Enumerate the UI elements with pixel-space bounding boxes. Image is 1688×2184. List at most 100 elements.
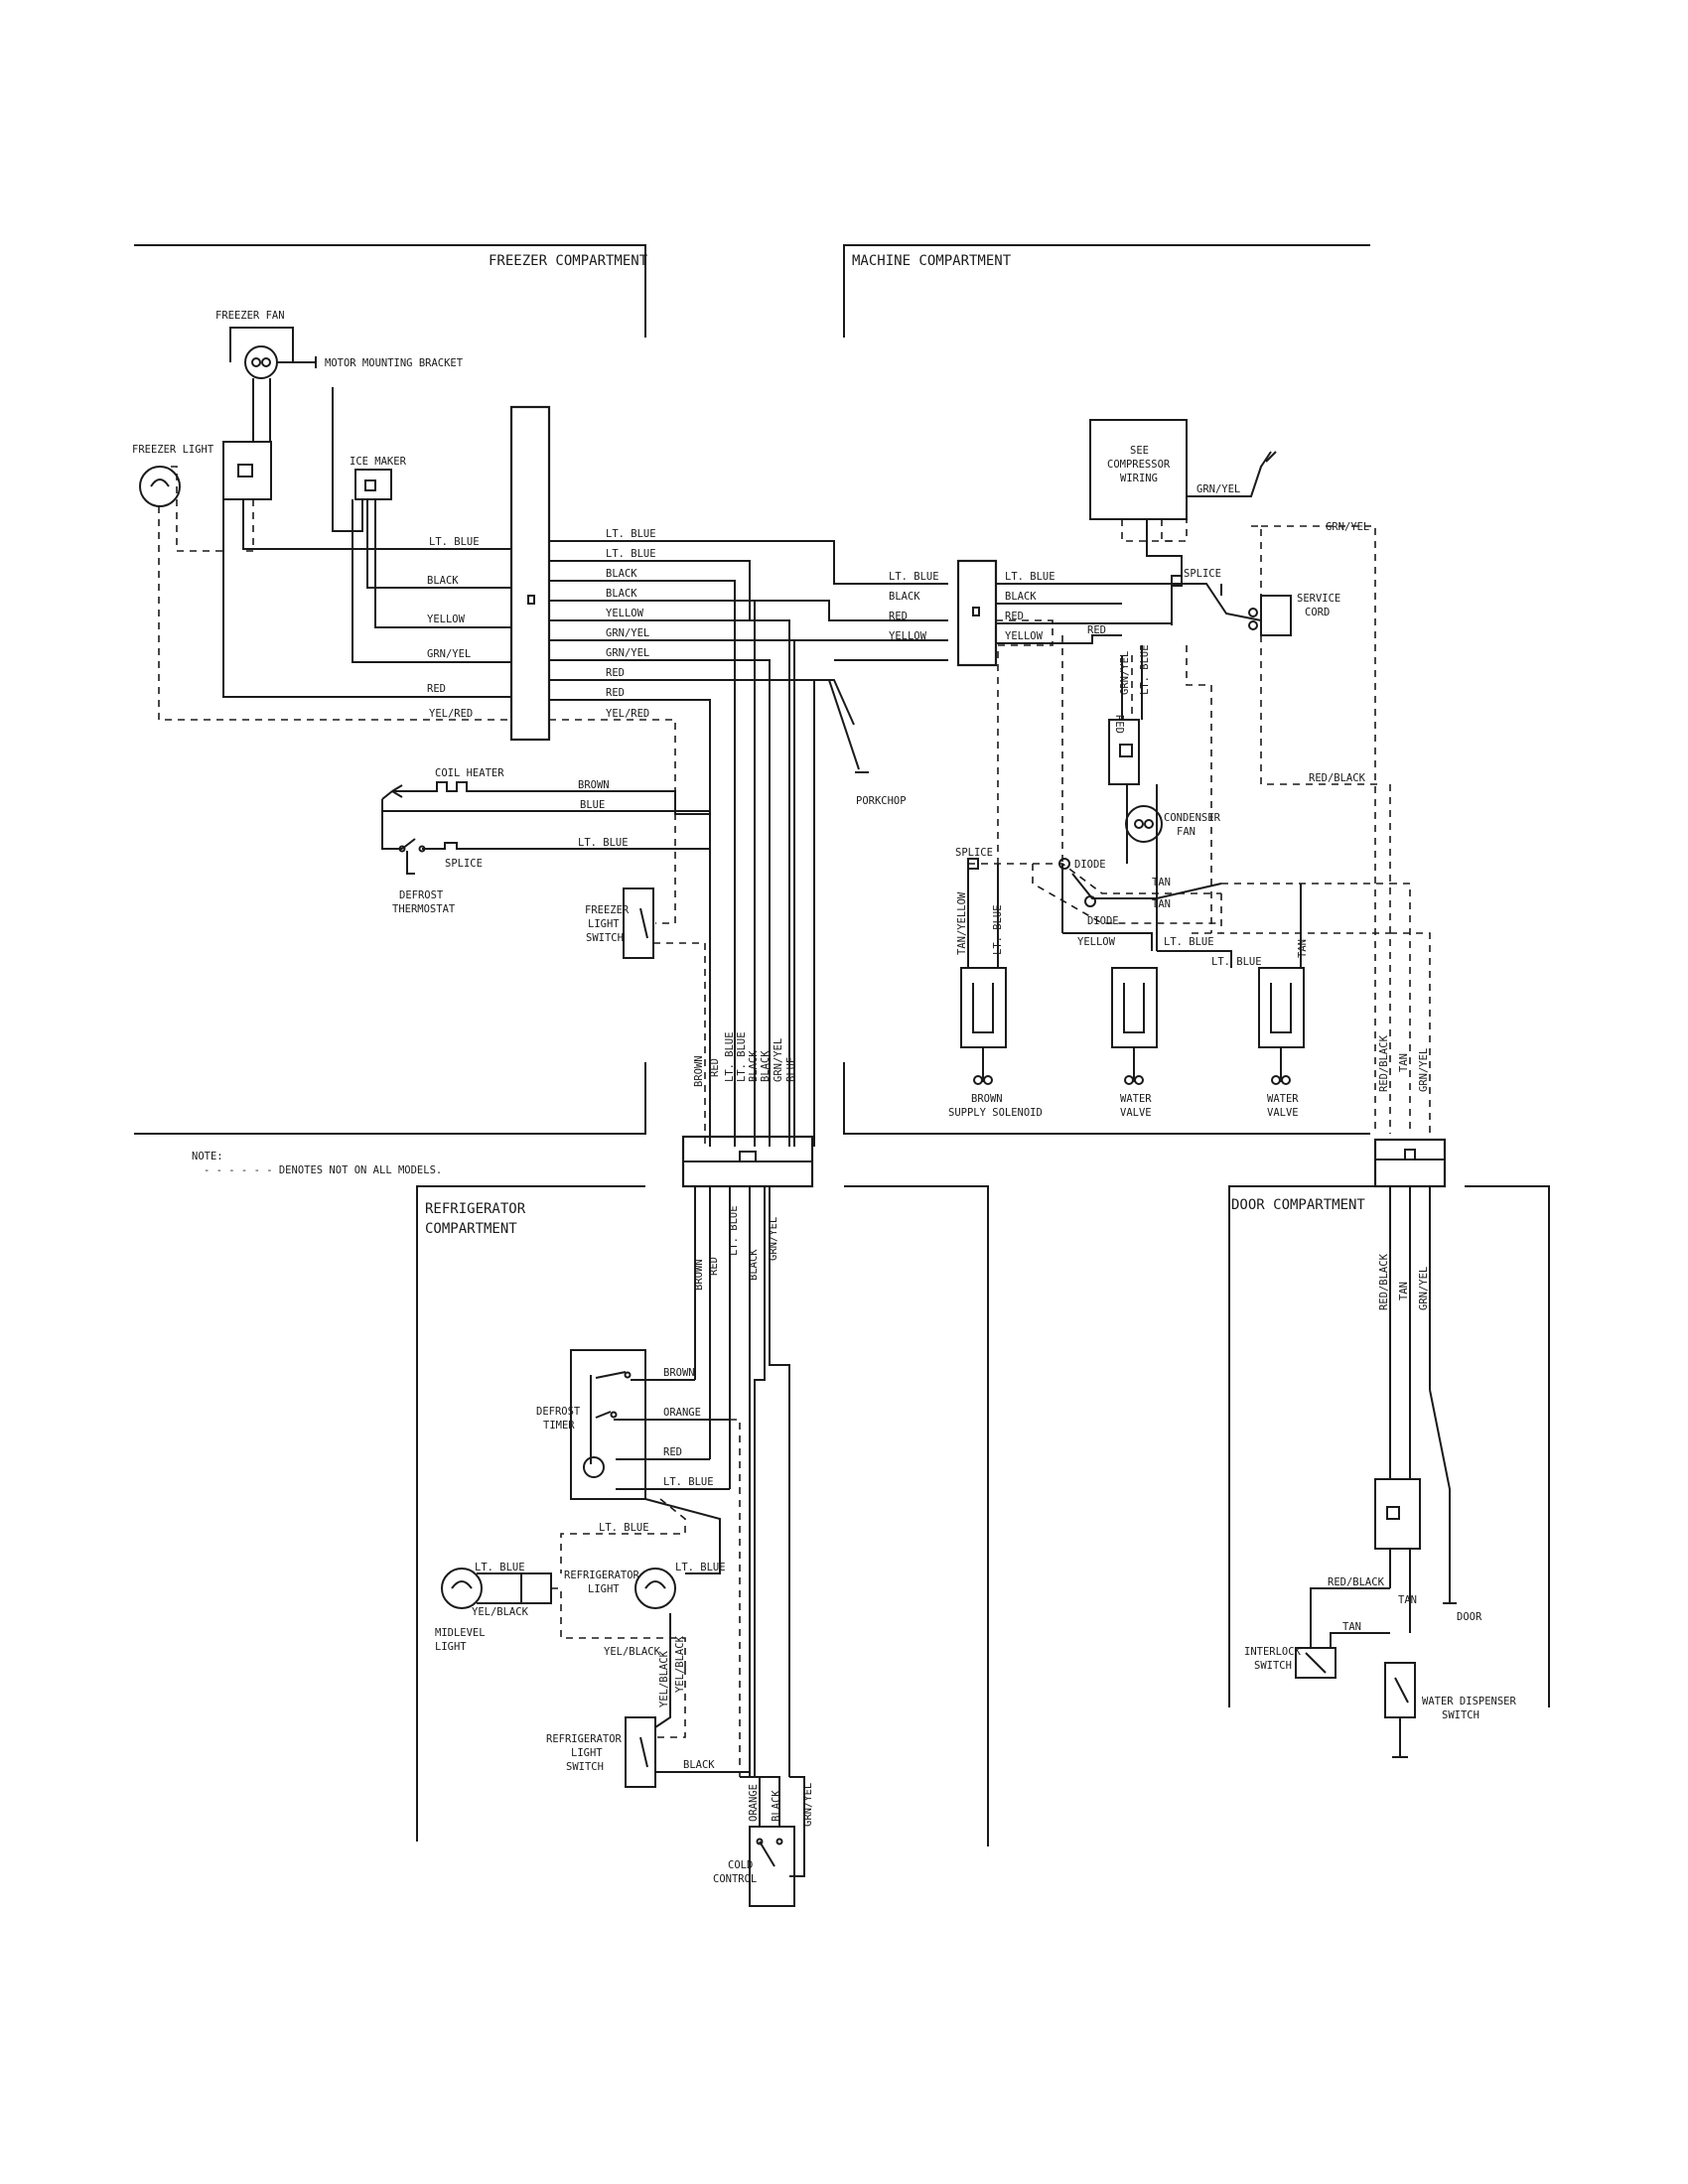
cold-control-label-1: COLD — [728, 1859, 753, 1871]
defrost-timer-label-2: TIMER — [543, 1420, 575, 1432]
door-label: DOOR — [1457, 1611, 1482, 1623]
label-ltblue-m5: LT. BLUE — [1211, 956, 1262, 968]
label-black-r3: BLACK — [771, 1790, 782, 1822]
defrost-timer-contacts — [583, 1371, 632, 1478]
freezer-terminal-block — [509, 405, 551, 742]
freezer-light — [139, 466, 181, 507]
label-ltblue-r3: LT. BLUE — [599, 1522, 649, 1534]
label-black-m0: BLACK — [889, 591, 920, 603]
label-brown-f: BROWN — [578, 779, 610, 791]
label-grnyel-d1: GRN/YEL — [1418, 1267, 1430, 1310]
label-ltblue-r5: LT. BLUE — [475, 1562, 525, 1573]
label-redblack-d1: RED/BLACK — [1378, 1253, 1390, 1310]
freezer-light-switch-label-2: LIGHT — [588, 918, 620, 930]
splice-label-m1: SPLICE — [1184, 568, 1221, 580]
compressor-label-1: SEE — [1130, 445, 1149, 457]
label-orange-r2: ORANGE — [748, 1784, 760, 1822]
label-red-m1: RED — [1005, 611, 1024, 622]
refrigerator-compartment-title-1: REFRIGERATOR — [425, 1201, 526, 1217]
refrigerator-light-switch-label-1: REFRIGERATOR — [546, 1733, 623, 1745]
water-valve-2 — [1258, 967, 1305, 1085]
label-grnyel-f1: GRN/YEL — [427, 648, 471, 660]
label-grnyel-r2: GRN/YEL — [802, 1783, 814, 1827]
ice-maker — [354, 469, 392, 500]
label-redblack-m1: RED/BLACK — [1309, 772, 1366, 784]
valve-wiring — [968, 619, 1390, 968]
label-black-r1: BLACK — [748, 1249, 760, 1281]
water-valve-1-label-2: VALVE — [1120, 1107, 1152, 1119]
cold-control — [749, 1826, 795, 1907]
diode-label-2: DIODE — [1087, 915, 1119, 927]
defrost-thermostat-label-2: THERMOSTAT — [392, 903, 456, 915]
label-red-f1: RED — [427, 683, 446, 695]
compartment-borders — [134, 244, 1550, 1846]
door-compartment-title: DOOR COMPARTMENT — [1231, 1197, 1365, 1213]
label-grnyel-f3: GRN/YEL — [606, 647, 649, 659]
svg-text:LT. BLUE: LT. BLUE — [736, 1031, 748, 1082]
label-yellow-m1: YELLOW — [1005, 630, 1044, 642]
wire-yelred-left — [158, 506, 511, 721]
supply-solenoid — [960, 967, 1007, 1085]
label-ltblue-m1: LT. BLUE — [1005, 571, 1055, 583]
refrigerator-light-switch-label-2: LIGHT — [571, 1747, 603, 1759]
label-ltblue-f2: LT. BLUE — [606, 528, 656, 540]
label-ltblue-m4: LT. BLUE — [1164, 936, 1214, 948]
splice-label-f: SPLICE — [445, 858, 483, 870]
bundle-labels-upper: BROWN RED LT. BLUE LT. BLUE BLACK BLACK … — [693, 1031, 797, 1087]
midlevel-light-label-1: MIDLEVEL — [435, 1627, 486, 1639]
refrigerator-bundle — [694, 1186, 790, 1777]
freezer-light-switch — [623, 887, 654, 959]
label-yellow-f2: YELLOW — [606, 608, 644, 619]
label-yelred-f2: YEL/RED — [606, 708, 649, 720]
svg-text:BROWN: BROWN — [693, 1055, 705, 1087]
wire-red-left — [222, 499, 511, 698]
label-yelblack-r4: YEL/BLACK — [674, 1635, 686, 1693]
refrigerator-light-label-1: REFRIGERATOR — [564, 1570, 640, 1581]
label-redblack-d2: RED/BLACK — [1328, 1576, 1385, 1588]
svg-text:LT. BLUE: LT. BLUE — [724, 1031, 736, 1082]
compressor-label-3: WIRING — [1120, 473, 1158, 484]
label-orange-r1: ORANGE — [663, 1407, 701, 1419]
freezer-light-label: FREEZER LIGHT — [132, 444, 214, 456]
condenser-fan-label-2: FAN — [1177, 826, 1196, 838]
refrigerator-light-label-2: LIGHT — [588, 1583, 620, 1595]
label-tan-m3: TAN — [1297, 939, 1309, 958]
label-red-m0: RED — [889, 611, 908, 622]
label-brown-r2: BROWN — [663, 1367, 695, 1379]
compressor-wiring — [1121, 451, 1376, 1132]
label-grnyel-m2: GRN/YEL — [1326, 521, 1369, 533]
service-cord — [1260, 595, 1292, 636]
wire-lt-blue-left — [242, 499, 511, 550]
label-black-f2: BLACK — [606, 568, 637, 580]
label-black-f1: BLACK — [427, 575, 459, 587]
label-blue-f: BLUE — [580, 799, 605, 811]
label-red-m2: RED — [1087, 624, 1106, 636]
compressor-label-2: COMPRESSOR — [1107, 459, 1171, 471]
water-dispenser-switch — [1384, 1662, 1416, 1758]
door-wiring — [1310, 1186, 1457, 1648]
label-grnyel-m1: GRN/YEL — [1196, 483, 1240, 495]
midlevel-light-label-2: LIGHT — [435, 1641, 467, 1653]
label-grnyel-m3: GRN/YEL — [1119, 651, 1131, 695]
defrost-thermostat — [398, 838, 426, 875]
svg-text:RED: RED — [709, 1058, 721, 1077]
label-yelblack-r3: YEL/BLACK — [658, 1650, 670, 1707]
service-cord-label-2: CORD — [1305, 607, 1330, 618]
label-tan-m1: TAN — [1152, 877, 1171, 888]
label-tanyellow-m: TAN/YELLOW — [956, 891, 968, 955]
defrost-timer-label-1: DEFROST — [536, 1406, 581, 1418]
defrost-thermostat-label-1: DEFROST — [399, 889, 444, 901]
freezer-compartment-title: FREEZER COMPARTMENT — [489, 253, 648, 269]
refrigerator-light-switch — [625, 1716, 656, 1788]
water-valve-1 — [1111, 967, 1158, 1085]
label-brown-r: BROWN — [693, 1259, 705, 1291]
midlevel-light — [441, 1568, 483, 1609]
interlock-switch — [1295, 1647, 1336, 1679]
label-ltblue-r4: LT. BLUE — [675, 1562, 726, 1573]
water-valve-2-label-2: VALVE — [1267, 1107, 1299, 1119]
label-grnyel-f2: GRN/YEL — [606, 627, 649, 639]
label-yellow-m0: YELLOW — [889, 630, 927, 642]
svg-text:GRN/YEL: GRN/YEL — [773, 1038, 784, 1082]
motor-bracket-label: MOTOR MOUNTING BRACKET — [325, 357, 464, 369]
